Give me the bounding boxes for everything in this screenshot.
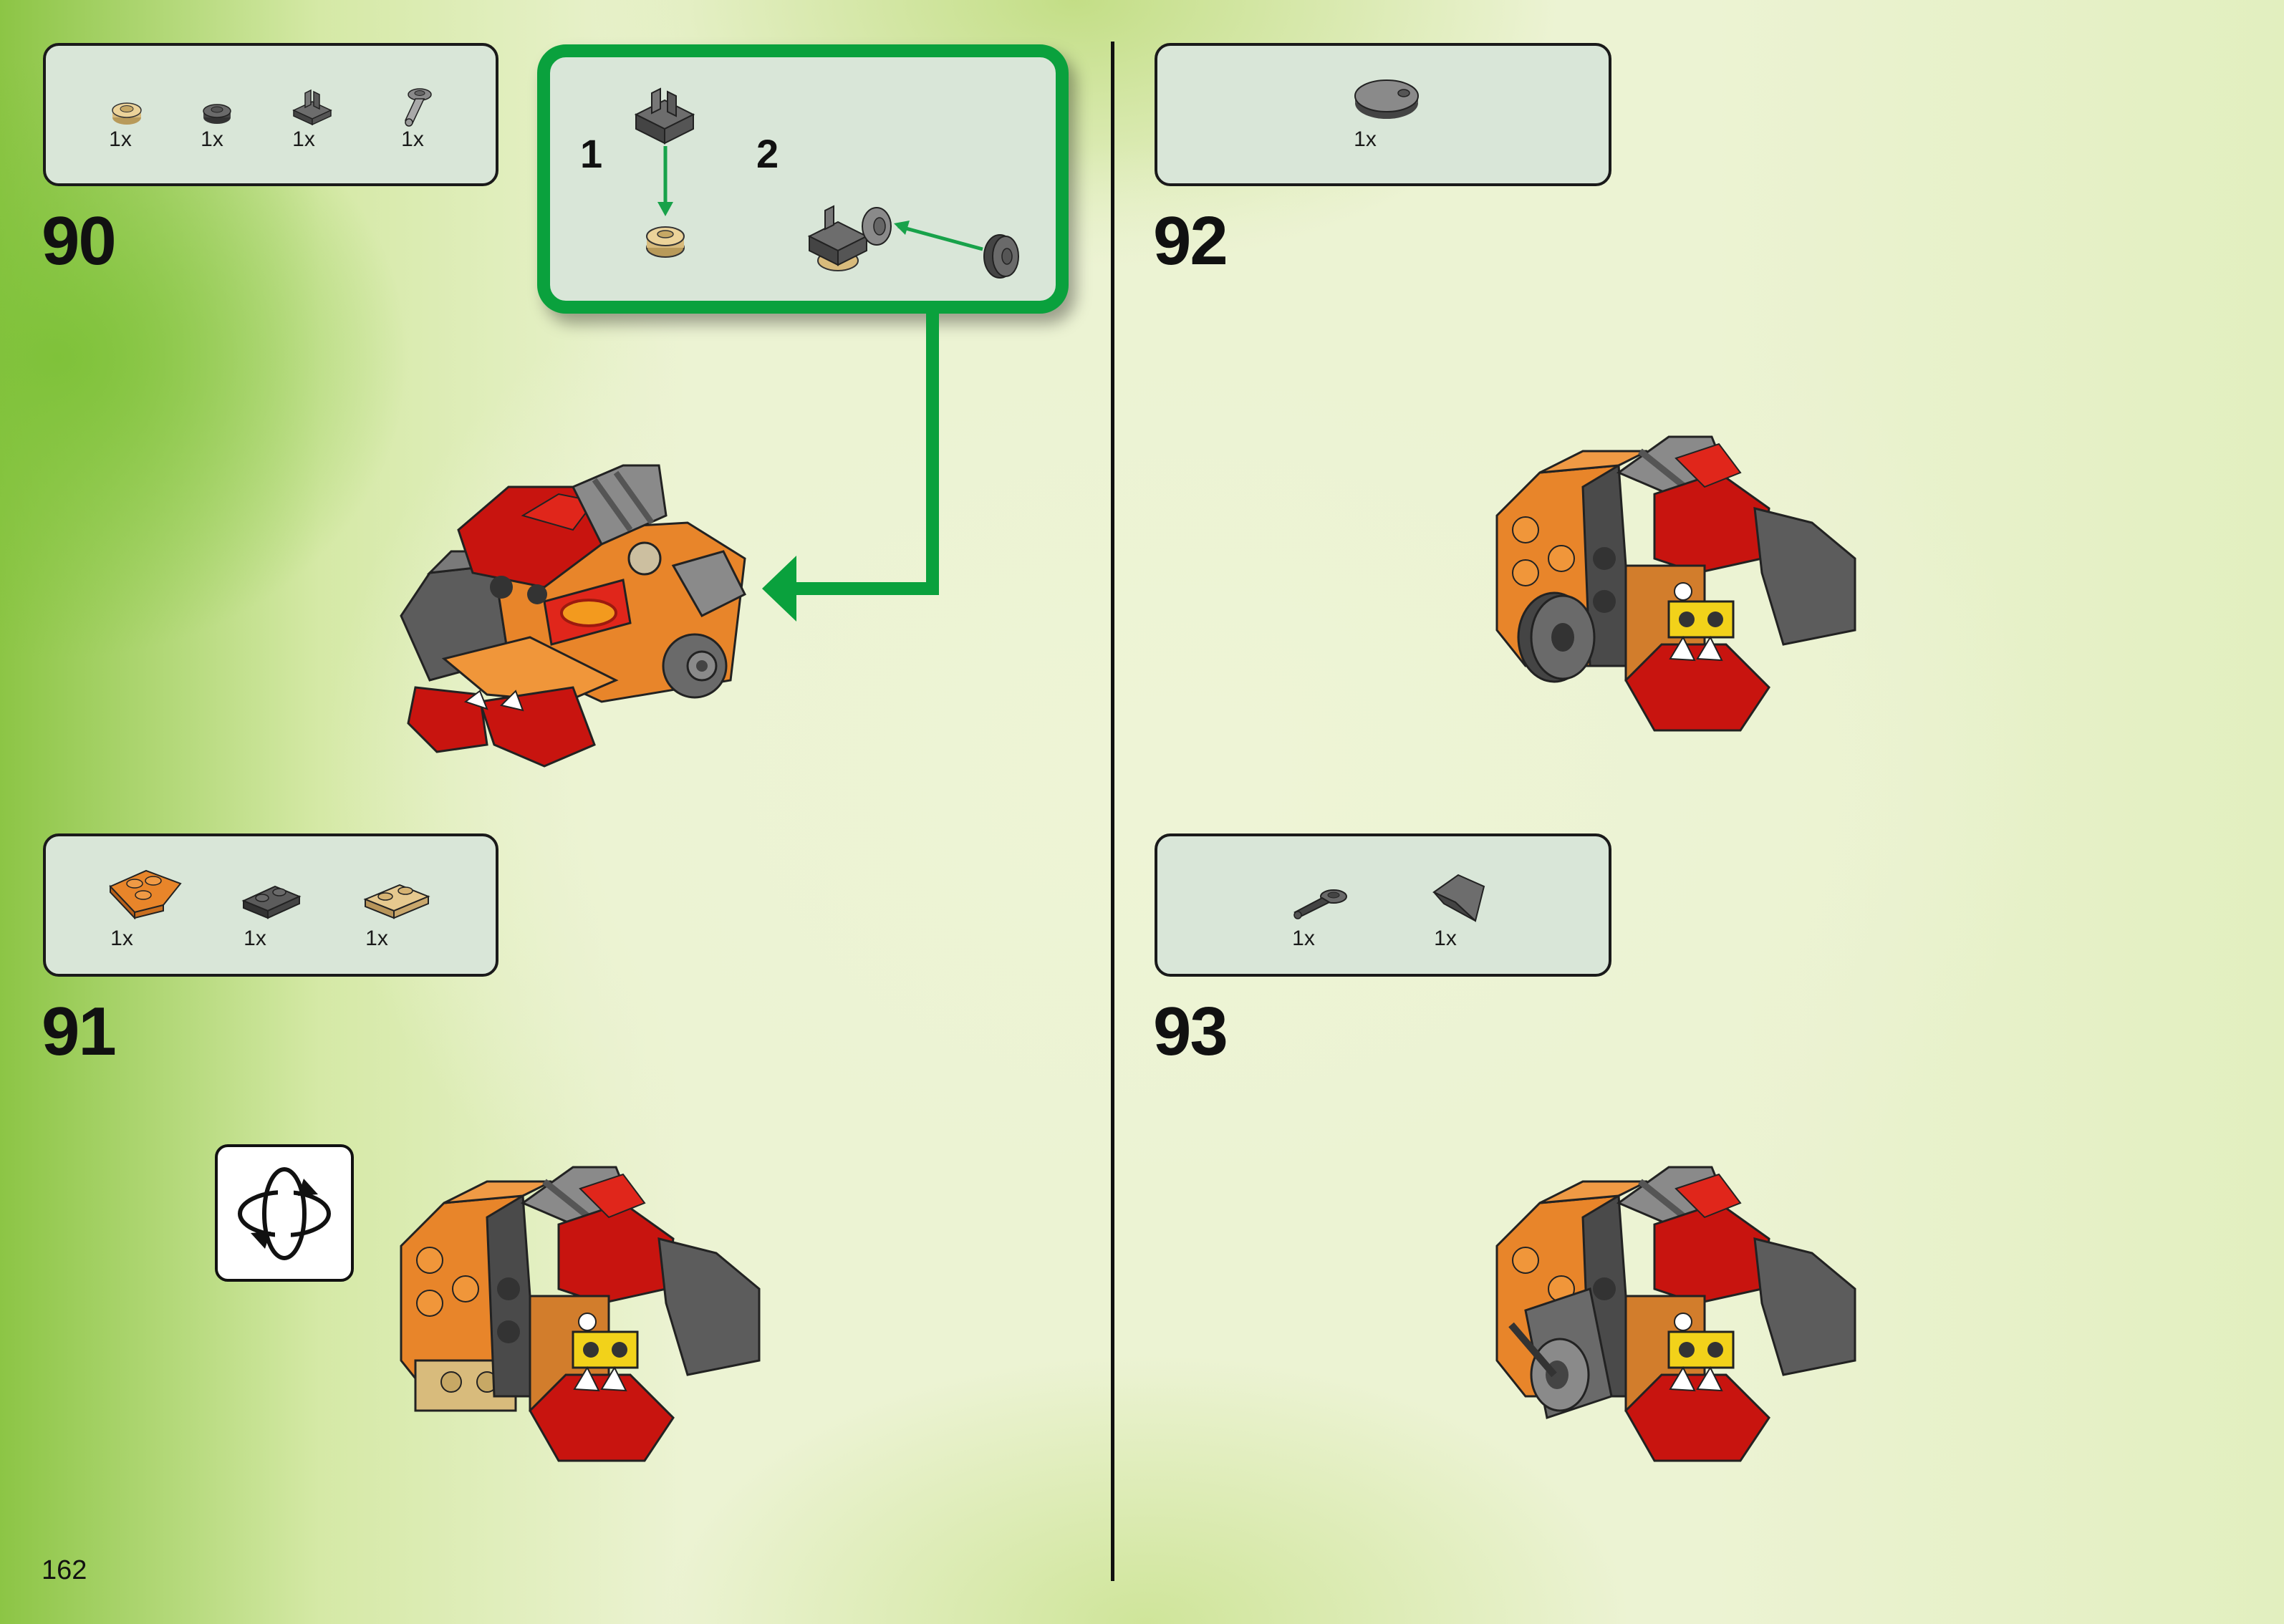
- dark-gray-round-plate-icon: [203, 104, 231, 124]
- step-number: 92: [1153, 203, 1228, 279]
- parts-panel-step-91: 1x 1x 1x: [43, 833, 498, 977]
- page-divider: [1111, 42, 1114, 1581]
- part-qty: 1x: [201, 127, 223, 151]
- model-step-93: [1495, 1166, 1856, 1462]
- part-qty: 1x: [244, 927, 266, 950]
- dark-gray-bar-holder-icon: [1293, 889, 1347, 919]
- step-number: 93: [1153, 993, 1228, 1070]
- model-step-92: [1495, 435, 1856, 732]
- tan-round-plate-icon: [112, 102, 142, 125]
- part-qty: 1x: [1434, 927, 1457, 950]
- parts-panel-step-93: 1x 1x: [1155, 833, 1611, 977]
- step-number: 90: [42, 203, 117, 279]
- model-step-91: [400, 1166, 761, 1462]
- gray-bar-holder-icon: [404, 88, 432, 127]
- rotate-model-indicator: [215, 1144, 354, 1282]
- dark-gray-slope-icon: [1432, 874, 1485, 922]
- parts-panel-step-90: 1x 1x 1x 1x: [43, 43, 498, 186]
- part-qty: 1x: [109, 127, 132, 151]
- dark-gray-round-tile-icon: [1354, 79, 1419, 119]
- rotate-icon: [238, 1167, 331, 1260]
- sub-assembly-callout: 1 2: [537, 44, 1069, 314]
- dark-gray-clip-plate-icon: [292, 89, 332, 126]
- substep-2-assembly: [807, 205, 1019, 279]
- part-qty: 1x: [401, 127, 424, 151]
- part-qty: 1x: [1292, 927, 1315, 950]
- part-qty: 1x: [365, 927, 388, 950]
- part-qty: 1x: [110, 927, 133, 950]
- step-number: 91: [42, 993, 117, 1070]
- dark-gray-plate-1x2-icon: [241, 885, 302, 919]
- part-qty: 1x: [1354, 127, 1377, 151]
- substep-number: 1: [580, 131, 603, 176]
- tan-plate-1x2-icon: [363, 884, 430, 919]
- orange-wedge-plate-icon: [109, 869, 182, 919]
- part-qty: 1x: [292, 127, 315, 151]
- substep-1-assembly: [634, 87, 695, 258]
- page-number: 162: [42, 1555, 87, 1585]
- parts-panel-step-92: 1x: [1155, 43, 1611, 186]
- model-step-90: [400, 464, 747, 768]
- substep-number: 2: [756, 131, 779, 176]
- callout-connector-arrow: [762, 312, 939, 622]
